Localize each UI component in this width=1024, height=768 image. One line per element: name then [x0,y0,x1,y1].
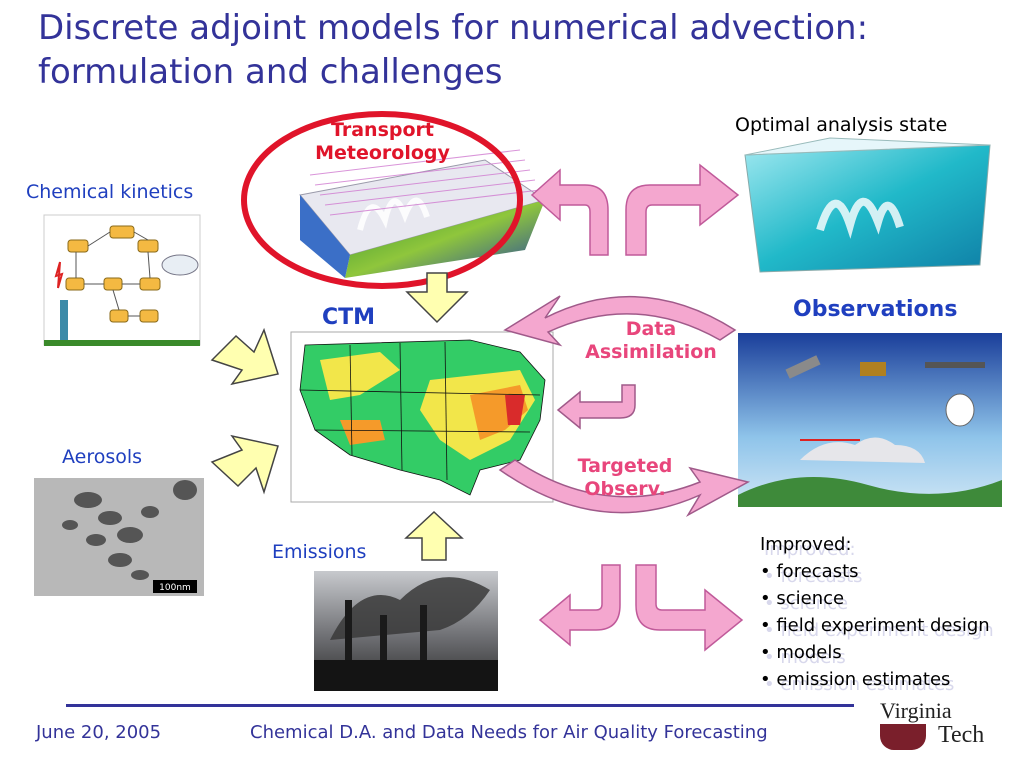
targeted-line-1: Targeted [577,455,673,477]
data-assimilation-line-1: Data [625,318,677,340]
list-item: • field experiment design [760,615,990,636]
scale-bar-label: 100nm [159,583,191,593]
aerosols-image [34,478,204,596]
improved-heading: Improved: [760,534,852,555]
chemical-kinetics-diagram [43,214,201,346]
optimal-analysis-label: Optimal analysis state [735,114,948,136]
virginia-tech-logo: Virginia Tech [880,700,1010,756]
ctm-label: CTM [322,305,376,330]
footer-divider [66,704,854,707]
analysis-arrows [530,163,740,256]
list-item: • forecasts [760,561,859,582]
observations-label: Observations [793,297,958,322]
chemical-kinetics-label: Chemical kinetics [26,181,194,203]
emissions-label: Emissions [272,541,367,563]
aerosols-label: Aerosols [62,446,143,468]
data-assimilation-line-2: Assimilation [585,341,717,363]
title-line-2: formulation and challenges [38,52,503,92]
optimal-analysis-image [744,137,991,273]
transport-label-line-1: Transport [330,119,434,141]
logo-line-1: Virginia [880,698,952,723]
list-item: • models [760,642,842,663]
transport-label-line-2: Meteorology [315,142,450,164]
list-item: • emission estimates [760,669,951,690]
transport-label: Transport Meteorology [290,119,475,165]
footer-date: June 20, 2005 [36,722,162,743]
highlight-circle [241,111,523,289]
emissions-image [314,571,498,691]
targeted-observations-label: Targeted Observ. [550,455,700,501]
transport-meteorology-image [299,149,547,278]
list-item: • science [760,588,845,609]
observations-image [738,333,1002,507]
shield-icon [880,724,926,750]
logo-line-2: Tech [938,722,985,748]
improved-list: Improved: • forecasts • science • field … [760,531,990,693]
data-assimilation-label: Data Assimilation [566,318,736,364]
targeted-line-2: Observ. [584,478,666,500]
slide-title: Discrete adjoint models for numerical ad… [38,6,998,94]
improvement-arrows [538,564,744,652]
input-arrows [210,272,469,561]
title-line-1: Discrete adjoint models for numerical ad… [38,8,869,48]
data-assimilation-cycle [498,295,751,517]
footer-subtitle: Chemical D.A. and Data Needs for Air Qua… [250,722,768,743]
